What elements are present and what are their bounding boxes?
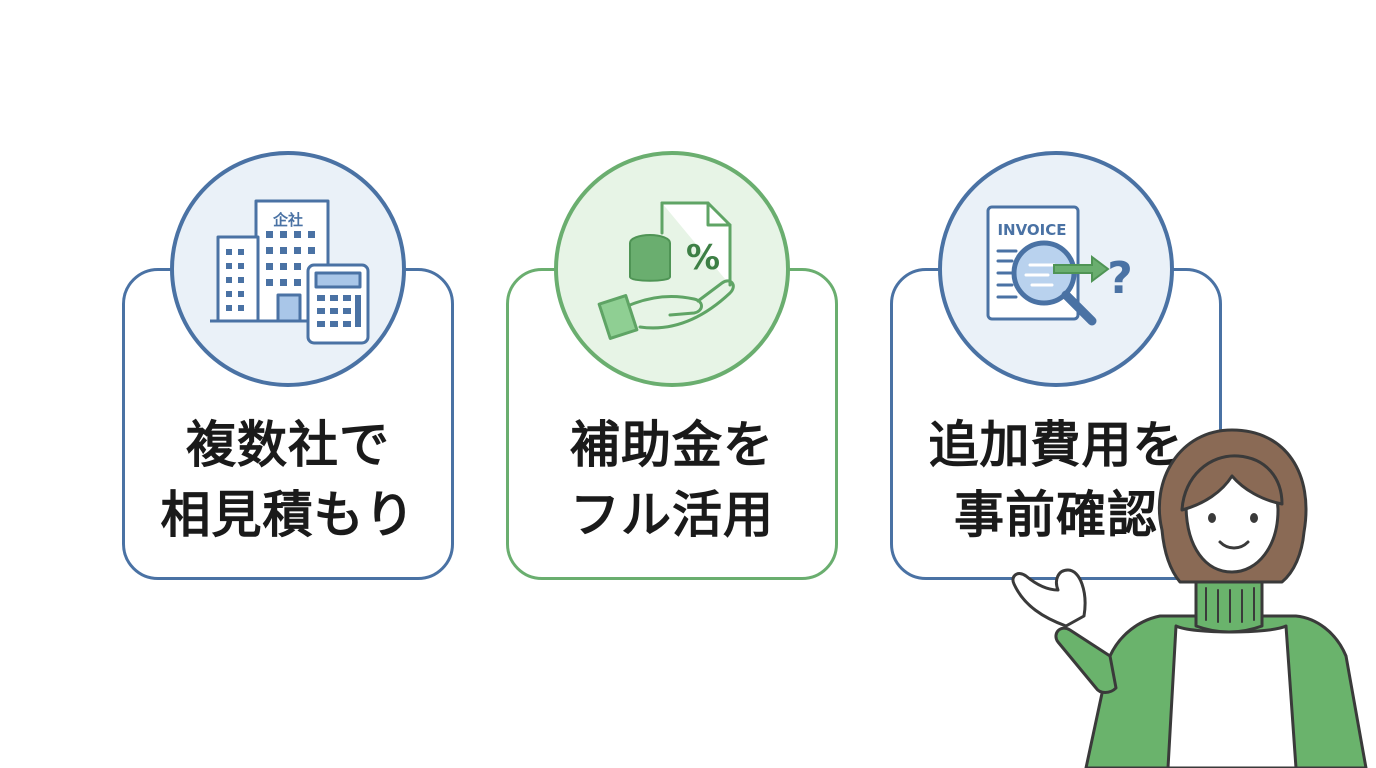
tip-caption-line2: フル活用 (570, 486, 774, 544)
percent-mark: % (686, 238, 720, 278)
invoice-magnifier-question-icon: INVOICE ? (938, 151, 1174, 387)
invoice-label: INVOICE (997, 221, 1066, 239)
tip-caption-line2: 相見積もり (160, 486, 416, 544)
building-calculator-icon: 企社 (170, 151, 406, 387)
tip-caption-subsidy: 補助金を フル活用 (506, 410, 838, 550)
tip-caption-quotes: 複数社で 相見積もり (122, 410, 454, 550)
tip-caption-line1: 補助金を (570, 416, 774, 474)
building-sign-label: 企社 (272, 211, 303, 229)
woman-presenter-illustration (1011, 428, 1368, 768)
tip-caption-line2: 事前確認 (954, 486, 1158, 544)
tip-caption-line1: 複数社で (186, 416, 390, 474)
question-mark: ? (1107, 253, 1133, 304)
tip-caption-extra-cost: 追加費用を 事前確認 (890, 410, 1222, 550)
hand-coins-percent-document-icon: % (554, 151, 790, 387)
tip-caption-line1: 追加費用を (928, 416, 1184, 474)
